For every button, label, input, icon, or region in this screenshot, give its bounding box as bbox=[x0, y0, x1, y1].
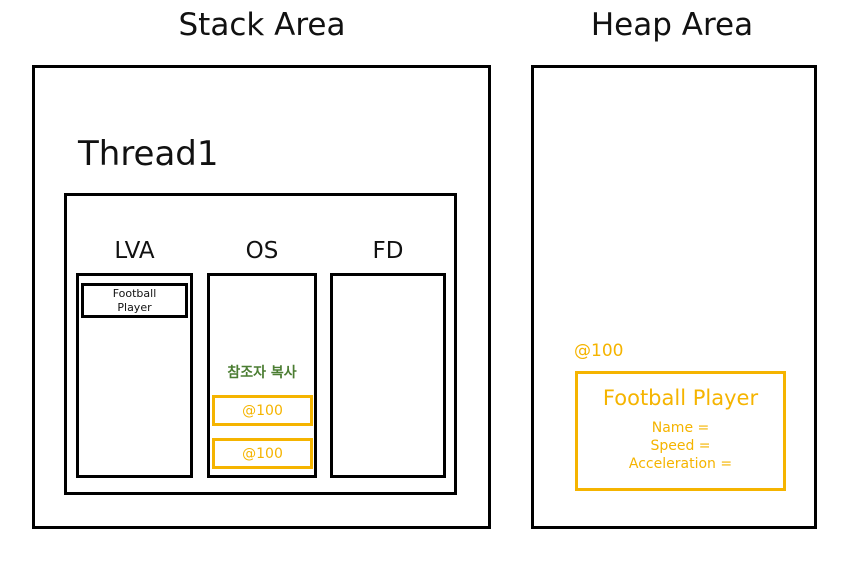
heap-address-label: @100 bbox=[574, 341, 624, 361]
column-label-lva: LVA bbox=[114, 238, 155, 264]
column-label-os: OS bbox=[245, 238, 279, 264]
os-reference-slot-1: @100 bbox=[212, 395, 313, 426]
heap-object-box: Football Player Name = Speed = Accelerat… bbox=[575, 371, 786, 491]
heap-object-fields: Name = Speed = Acceleration = bbox=[628, 420, 733, 472]
column-box-fd bbox=[330, 273, 446, 478]
thread1-label: Thread1 bbox=[78, 134, 219, 174]
lva-variable-slot-label: Football Player bbox=[112, 287, 157, 314]
stack-area-title: Stack Area bbox=[178, 7, 346, 43]
reference-copy-note: 참조자 복사 bbox=[227, 365, 297, 381]
os-reference-slot-2: @100 bbox=[212, 438, 313, 469]
heap-object-title: Football Player bbox=[602, 386, 759, 410]
column-label-fd: FD bbox=[372, 238, 404, 264]
lva-variable-slot: Football Player bbox=[81, 283, 188, 318]
heap-area-title: Heap Area bbox=[590, 7, 754, 43]
